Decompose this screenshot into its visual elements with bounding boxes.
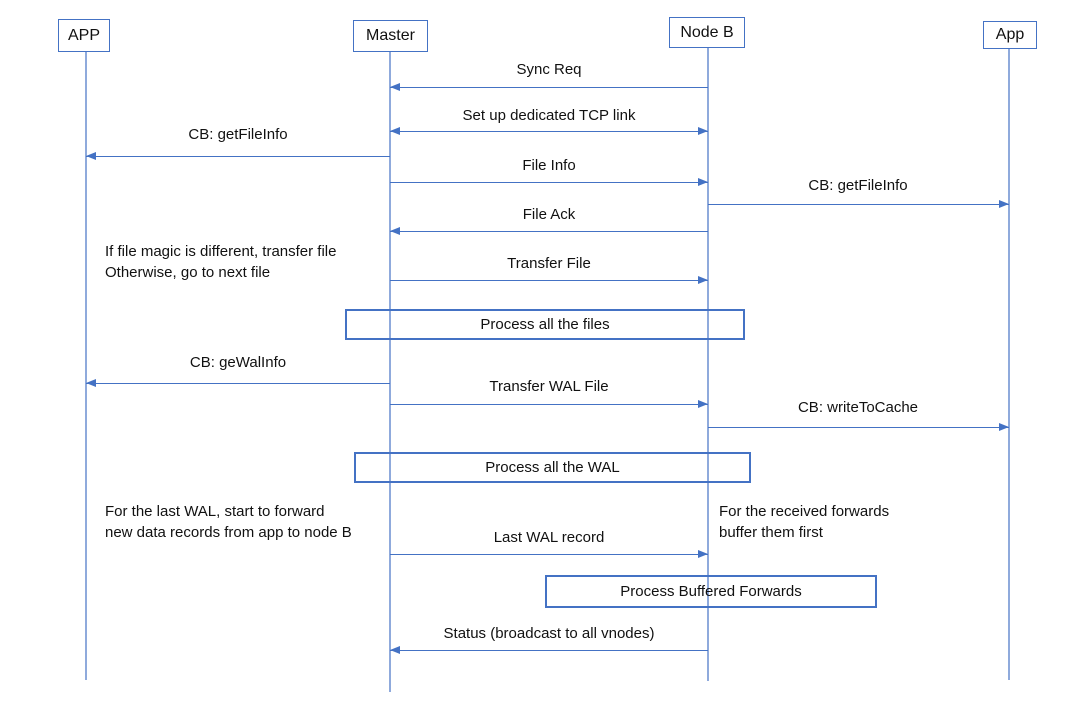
message-label: CB: geWalInfo — [189, 354, 287, 371]
annotation-buffer-forwards: For the received forwards buffer them fi… — [719, 502, 889, 543]
message-line — [86, 156, 390, 157]
process-box-wal: Process all the WAL — [354, 452, 751, 483]
message-label: Last WAL record — [493, 529, 605, 546]
arrowhead-right — [698, 400, 708, 408]
annotation-last-wal-forward: For the last WAL, start to forward new d… — [105, 502, 352, 543]
message-line — [390, 650, 708, 651]
lifeline-app-right — [1008, 48, 1010, 680]
arrowhead-right — [698, 550, 708, 558]
lifeline-app-left — [85, 52, 87, 680]
message-label: CB: writeToCache — [797, 399, 919, 416]
message-label: Transfer WAL File — [489, 378, 609, 395]
arrowhead-left — [390, 127, 400, 135]
message-label: Set up dedicated TCP link — [462, 107, 636, 124]
message-label: File Ack — [522, 206, 576, 223]
arrowhead-left — [390, 646, 400, 654]
annotation-line: Otherwise, go to next file — [105, 263, 271, 281]
message-line — [390, 182, 708, 183]
arrowhead-right — [698, 127, 708, 135]
message-line — [86, 383, 390, 384]
annotation-line: For the last WAL, start to forward — [105, 503, 325, 520]
lifeline-master — [389, 52, 391, 692]
arrowhead-right — [999, 423, 1009, 431]
actor-box-node-b: Node B — [669, 17, 745, 48]
message-line — [390, 87, 708, 88]
annotation-line: new data records from app to node B — [105, 523, 352, 541]
message-line — [390, 280, 708, 281]
annotation-file-magic: If file magic is different, transfer fil… — [105, 242, 336, 283]
message-label: Transfer File — [507, 255, 591, 272]
annotation-line: If file magic is different, transfer fil… — [105, 243, 337, 260]
arrowhead-left — [86, 379, 96, 387]
arrowhead-right — [698, 276, 708, 284]
actor-box-master: Master — [353, 20, 428, 52]
process-box-files: Process all the files — [345, 309, 745, 340]
arrowhead-left — [390, 83, 400, 91]
actor-box-app-left: APP — [58, 19, 110, 52]
message-line — [708, 204, 1009, 205]
message-line — [390, 404, 708, 405]
message-label: File Info — [522, 157, 576, 174]
lifeline-node-b — [707, 48, 709, 681]
message-label: CB: getFileInfo — [188, 126, 288, 143]
arrowhead-right — [999, 200, 1009, 208]
annotation-line: For the received forwards — [719, 503, 890, 520]
message-line — [708, 427, 1009, 428]
message-line — [390, 131, 708, 132]
arrowhead-right — [698, 178, 708, 186]
process-box-buffered-forwards: Process Buffered Forwards — [545, 575, 877, 608]
annotation-line: buffer them first — [719, 523, 823, 541]
message-label: CB: getFileInfo — [808, 177, 908, 194]
message-label: Sync Req — [516, 61, 582, 78]
actor-box-app-right: App — [983, 21, 1037, 49]
message-label: Status (broadcast to all vnodes) — [443, 625, 655, 642]
message-line — [390, 231, 708, 232]
message-line — [390, 554, 708, 555]
arrowhead-left — [86, 152, 96, 160]
arrowhead-left — [390, 227, 400, 235]
